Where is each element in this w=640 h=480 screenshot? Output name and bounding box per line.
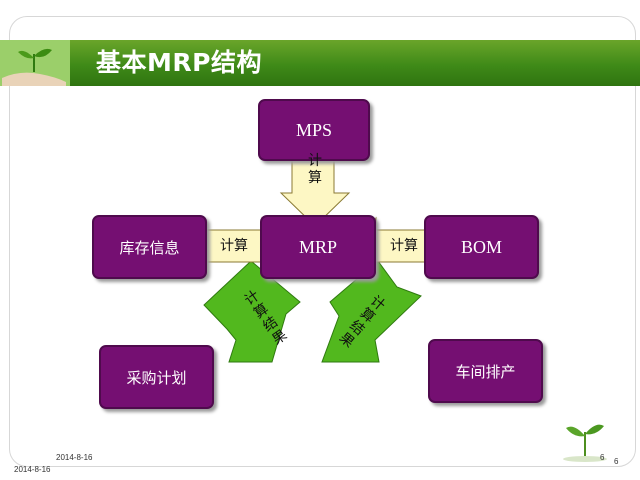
footer-page-bottom: 6 [614,457,619,466]
node-purchase: 采购计划 [99,345,214,409]
footer-date-bottom: 2014-8-16 [14,465,51,474]
node-mrp: MRP [260,215,376,279]
label-inventory-to-mrp: 计算 [220,238,248,254]
green-arrow-left [203,260,301,363]
node-mps: MPS [258,99,370,161]
node-workshop: 车间排产 [428,339,543,403]
sprout-hand-logo [0,40,70,86]
label-bom-to-mrp: 计算 [390,238,418,254]
green-arrow-right [321,260,422,363]
slide-title: 基本MRP结构 [96,48,262,77]
node-bom: BOM [424,215,539,279]
header-bar [0,40,640,86]
footer-page-top: 6 [600,453,605,462]
node-inventory: 库存信息 [92,215,207,279]
footer-date-top: 2014-8-16 [56,453,93,462]
label-mps-to-mrp: 计 算 [308,153,322,186]
